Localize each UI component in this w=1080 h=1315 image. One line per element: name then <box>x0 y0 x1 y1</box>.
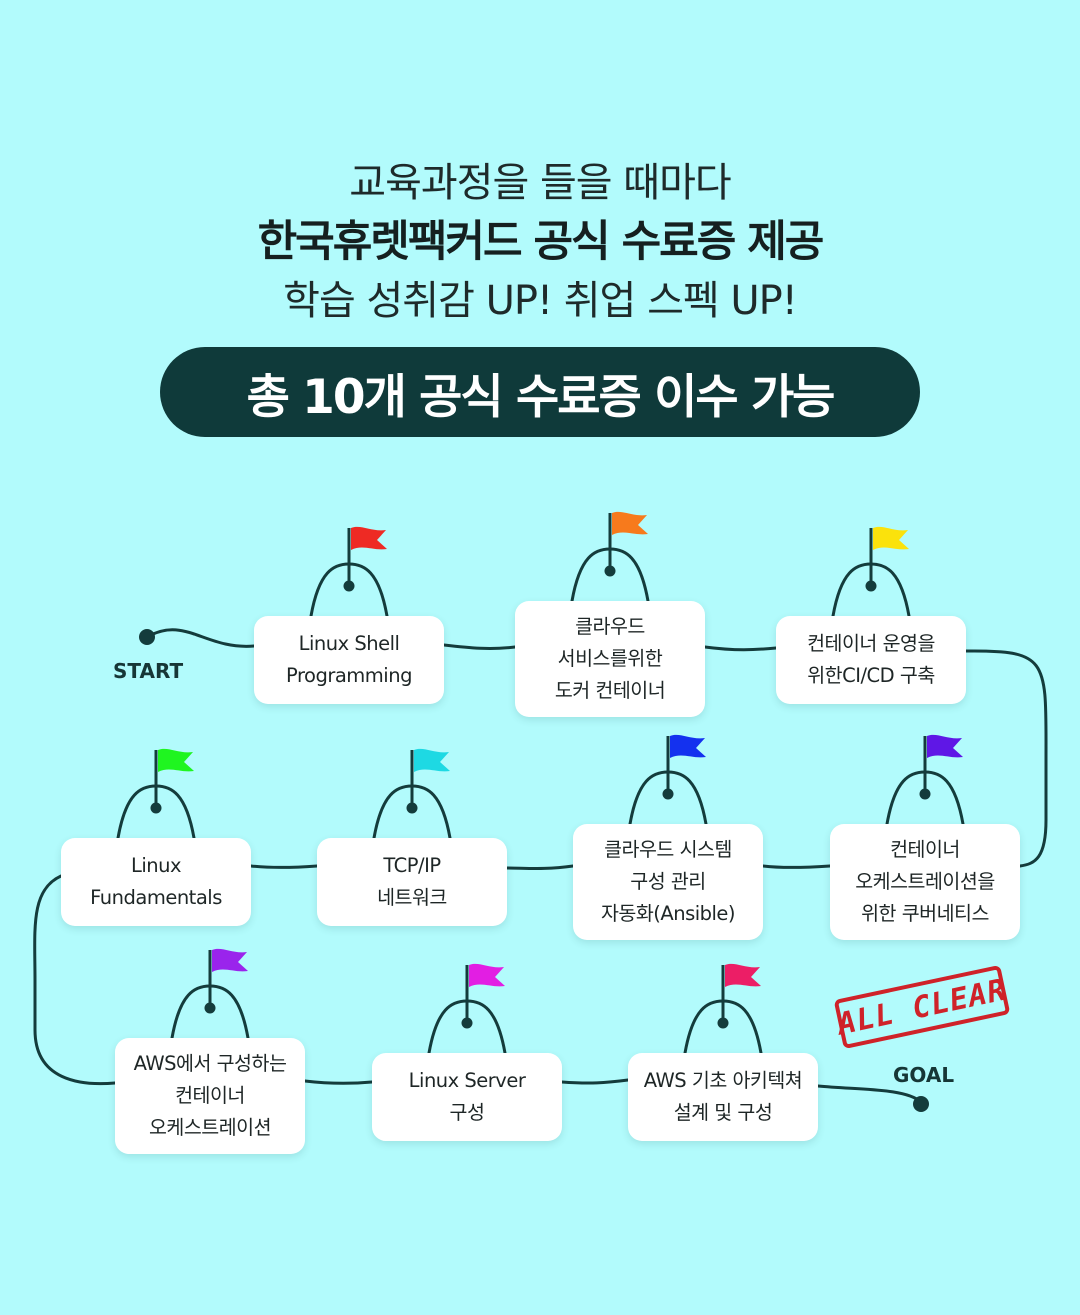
course-title-line: 위한CI/CD 구축 <box>807 664 935 687</box>
flag-base <box>150 802 162 814</box>
flag-base <box>604 565 616 577</box>
course-title-line: Programming <box>286 664 412 687</box>
course-title-line: AWS 기초 아키텍쳐 <box>643 1069 803 1092</box>
course-title-line: 서비스를위한 <box>557 647 663 670</box>
headline-line-2: 한국휴렛팩커드 공식 수료증 제공 <box>257 217 825 267</box>
flag-icon <box>670 734 706 758</box>
course-title-line: 오케스트레이션을 <box>855 870 995 893</box>
flag-base <box>406 802 418 814</box>
flag-icon <box>212 948 248 972</box>
flag-base <box>461 1017 473 1029</box>
goal-label: GOAL <box>893 1063 955 1087</box>
course-title-line: 컨테이너 운영을 <box>807 632 935 655</box>
goal-dot <box>913 1096 929 1112</box>
course-card: Linux Server 구성 <box>372 1053 562 1141</box>
start-dot <box>139 629 155 645</box>
headline-line-1: 교육과정을 들을 때마다 <box>349 160 731 206</box>
course-title-line: 클라우드 시스템 <box>604 838 732 861</box>
flag-icon <box>873 526 909 550</box>
flag-base <box>662 788 674 800</box>
start-label: START <box>113 659 184 683</box>
course-title-line: 컨테이너 <box>175 1084 245 1107</box>
flag-base <box>204 1002 216 1014</box>
course-title-line: 위한 쿠버네티스 <box>861 902 989 925</box>
flag-icon <box>158 748 194 772</box>
certificate-count-text: 총 10개 공식 수료증 이수 가능 <box>246 369 836 425</box>
flag-base <box>865 580 877 592</box>
flag-icon <box>469 963 505 987</box>
course-title-line: Linux Shell <box>298 632 400 655</box>
course-title-line: 클라우드 <box>575 615 645 638</box>
course-title-line: 설계 및 구성 <box>673 1101 773 1124</box>
course-title-line: 자동화(Ansible) <box>600 902 736 925</box>
course-title-line: 구성 관리 <box>630 870 706 893</box>
flag-icon <box>351 526 387 550</box>
course-title-line: 도커 컨테이너 <box>554 679 666 702</box>
course-title-line: 구성 <box>449 1101 485 1124</box>
flag-base <box>919 788 931 800</box>
course-title-line: Fundamentals <box>90 886 222 909</box>
course-title-line: Linux Server <box>408 1069 526 1092</box>
certificate-count-badge: 총 10개 공식 수료증 이수 가능 <box>160 347 920 437</box>
course-title-line: Linux <box>130 854 182 877</box>
connector-line <box>33 628 1048 1104</box>
flag-icon <box>414 748 450 772</box>
course-title-line: 컨테이너 <box>890 838 960 861</box>
course-card: TCP/IP 네트워크 <box>317 838 507 926</box>
flag-icon <box>927 734 963 758</box>
flag-icon <box>725 963 761 987</box>
flag-base <box>343 580 355 592</box>
headline-line-3: 학습 성취감 UP! 취업 스펙 UP! <box>283 278 798 324</box>
flag-base <box>717 1017 729 1029</box>
flag-icon <box>612 511 648 535</box>
course-title-line: AWS에서 구성하는 <box>133 1052 287 1075</box>
course-title-line: 네트워크 <box>377 886 447 909</box>
course-title-line: 오케스트레이션 <box>148 1116 272 1139</box>
course-title-line: TCP/IP <box>383 854 441 877</box>
